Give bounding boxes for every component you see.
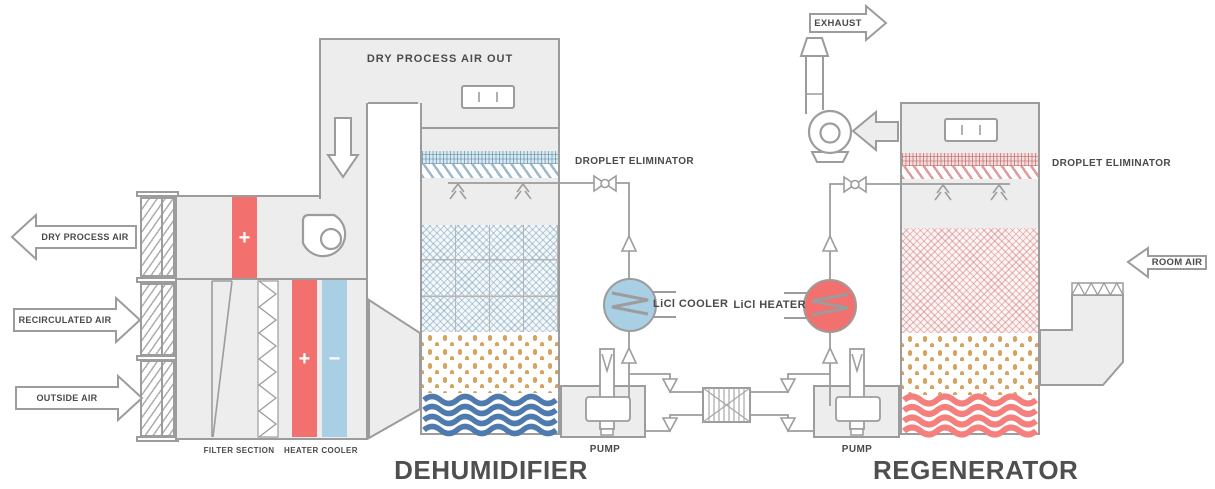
ahu-to-tower-transition-duct — [368, 298, 421, 440]
right-arrow-shape — [13, 296, 142, 344]
licl-cooler-label: LiCl COOLER — [653, 298, 729, 310]
regenerator-pump-icon — [835, 348, 881, 436]
dehumidifier-liquid-waves — [422, 393, 558, 437]
up-flow-arrow — [821, 346, 839, 364]
regenerator-droplet-eliminator-vanes — [902, 166, 1038, 179]
exhaust-blower — [799, 37, 899, 163]
intake-louver-middle — [140, 283, 175, 356]
down-flow-arrow-icon — [326, 117, 360, 179]
tower-to-blower-arrow — [851, 109, 899, 153]
down-flow-arrow — [661, 417, 679, 433]
room-air-intake-duct — [1039, 281, 1124, 386]
licl-heater-icon — [784, 279, 857, 333]
droplet-eliminator-label-left: DROPLET ELIMINATOR — [575, 156, 695, 167]
stack-tube — [805, 55, 824, 114]
louver-rail — [161, 362, 164, 435]
louver-rail — [161, 285, 164, 354]
up-flow-arrow — [620, 346, 638, 364]
regenerator-packing-media — [902, 228, 1038, 333]
up-flow-arrow — [821, 234, 839, 252]
dry-process-air-out-label: DRY PROCESS AIR OUT — [366, 53, 514, 65]
pipe-flow-arrows — [620, 234, 839, 433]
outside-air-label: OUTSIDE AIR — [36, 393, 98, 403]
heater-cooler-label: HEATER COOLER — [284, 446, 358, 455]
pump-label-left: PUMP — [589, 444, 621, 455]
solution-heat-exchanger-icon — [702, 387, 751, 423]
regenerator-droplet-eliminator-mesh — [902, 153, 1038, 166]
licl-heater-label: LiCl HEATER — [733, 299, 806, 311]
divider-lines — [177, 102, 559, 280]
exhaust-arrow: EXHAUST — [808, 4, 888, 42]
filter-section-label: FILTER SECTION — [203, 446, 275, 455]
dehumidifier-packing-media — [422, 225, 558, 332]
dry-air-plenum — [319, 38, 560, 104]
right-arrow-shape — [15, 374, 144, 422]
valve-icon — [593, 174, 617, 193]
pump-label-right: PUMP — [841, 444, 873, 455]
dry-process-air-arrow: DRY PROCESS AIR — [10, 213, 138, 261]
room-air-arrow: ROOM AIR — [1126, 246, 1208, 279]
dry-process-air-label: DRY PROCESS AIR — [41, 232, 129, 242]
dehumidifier-droplet-eliminator-mesh — [422, 151, 558, 164]
intake-filter-zigzag — [1071, 281, 1124, 297]
left-arrow-shape — [10, 213, 137, 261]
dehumidifier-vent-icon — [461, 85, 515, 109]
cooler-minus-symbol: − — [328, 347, 341, 370]
bag-filter-wedge — [211, 280, 233, 438]
up-flow-arrow — [620, 234, 638, 252]
recirculated-air-label: RECIRCULATED AIR — [18, 315, 112, 325]
regenerator-title: REGENERATOR — [873, 455, 1079, 485]
louver-rail — [161, 199, 164, 275]
dehumidifier-pump-icon — [585, 348, 631, 436]
exhaust-label: EXHAUST — [814, 17, 862, 29]
dehumidifier-droplet-eliminator-vanes — [422, 164, 558, 178]
down-flow-arrow — [661, 378, 679, 394]
heater-plus-symbol: + — [298, 347, 311, 370]
recirculated-air-arrow: RECIRCULATED AIR — [12, 296, 142, 344]
intake-louver-top — [140, 197, 175, 277]
blower-inlet — [819, 122, 841, 144]
nozzle-icon — [934, 183, 952, 201]
licl-cooler-icon — [603, 278, 676, 332]
nozzle-icon — [990, 183, 1008, 201]
nozzle-icon — [449, 182, 467, 200]
louver-cap — [136, 191, 179, 197]
dehumidifier-falling-droplets — [422, 332, 558, 393]
recirculation-heater-bar: + — [232, 197, 257, 278]
valve-icon — [843, 175, 867, 194]
droplet-eliminator-label-right: DROPLET ELIMINATOR — [1052, 158, 1172, 169]
heater-plus-symbol: + — [238, 226, 251, 249]
heater-bar: + — [292, 280, 317, 437]
dehum-riser-upper — [615, 182, 630, 280]
left-arrow-shape — [1126, 246, 1207, 279]
valves — [593, 174, 867, 194]
outside-air-arrow: OUTSIDE AIR — [14, 374, 144, 422]
intake-louver-bottom — [140, 360, 175, 437]
down-flow-arrow — [779, 417, 797, 433]
right-arrow-shape — [809, 4, 888, 42]
regenerator-falling-droplets — [902, 333, 1038, 395]
cooler-bar: − — [322, 280, 347, 437]
regenerator-liquid-waves — [902, 393, 1038, 438]
regen-riser-upper — [829, 183, 845, 281]
dehumidifier-title: DEHUMIDIFIER — [394, 455, 588, 485]
nozzle-icon — [514, 182, 532, 200]
down-flow-arrow — [779, 378, 797, 394]
supply-fan-icon — [301, 213, 347, 258]
room-air-label: ROOM AIR — [1151, 257, 1203, 268]
stack-cap — [799, 37, 830, 57]
regenerator-vent-icon — [944, 118, 998, 142]
spray-nozzles — [449, 182, 1008, 201]
zigzag-filter — [257, 280, 279, 438]
